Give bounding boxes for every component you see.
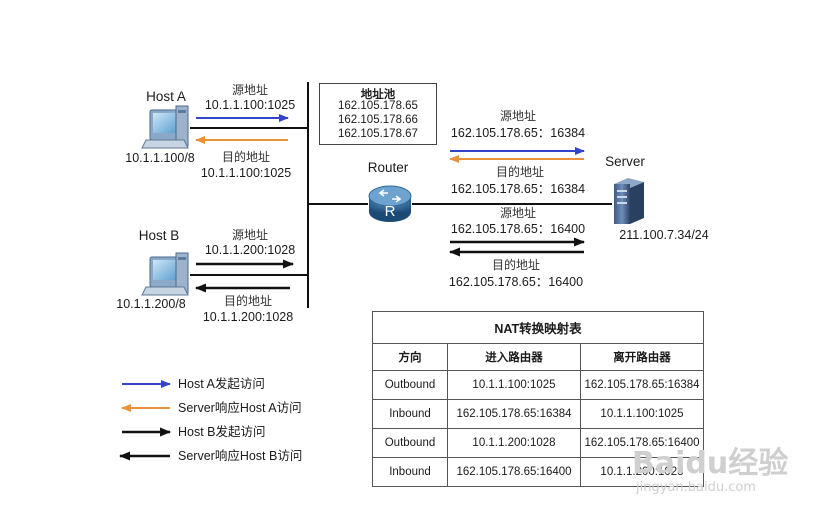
nat-table-header-row: 方向 进入路由器 离开路由器 — [372, 343, 704, 371]
nat-cell: Inbound — [372, 398, 448, 429]
nat-header-ingress: 进入路由器 — [447, 343, 581, 371]
nat-cell: 162.105.178.65:16384 — [580, 369, 704, 400]
nat-cell: 10.1.1.100:1025 — [447, 369, 581, 400]
server-ip: 211.100.7.34/24 — [619, 228, 709, 242]
address-pool-title: 地址池 — [360, 89, 396, 101]
wan-b-dst-value: 162.105.178.65：16400 — [448, 275, 584, 289]
wan-b-src-value: 162.105.178.65：16400 — [450, 222, 586, 236]
wan-a-dst-value: 162.105.178.65：16384 — [450, 182, 586, 196]
table-row: Outbound 10.1.1.100:1025 162.105.178.65:… — [372, 369, 704, 400]
host-b-computer-icon — [141, 252, 189, 296]
router-name: Router — [367, 160, 409, 175]
nat-cell: 10.1.1.100:1025 — [580, 398, 704, 429]
wan-a-dst-label: 目的地址 — [495, 165, 545, 179]
nat-cell: 10.1.1.200:1028 — [447, 427, 581, 458]
nat-cell: 10.1.1.200:1028 — [580, 456, 704, 488]
host-b-dst-label: 目的地址 — [223, 294, 273, 308]
host-a-name: Host A — [146, 89, 186, 104]
wan-b-src-label: 源地址 — [499, 206, 537, 220]
pool-address: 162.105.178.65 — [338, 100, 418, 112]
host-b-dst-value: 10.1.1.200:1028 — [202, 310, 294, 324]
host-a-src-label: 源地址 — [231, 83, 269, 97]
host-a-ip: 10.1.1.100/8 — [125, 151, 195, 165]
svg-text:R: R — [385, 203, 396, 220]
nat-cell: Outbound — [372, 369, 448, 400]
legend-label-host-b: Host B发起访问 — [178, 425, 266, 439]
pool-address: 162.105.178.67 — [338, 128, 418, 140]
host-b-src-label: 源地址 — [231, 228, 269, 242]
watermark-brand: Baidu经验 — [632, 446, 789, 481]
host-a-dst-label: 目的地址 — [221, 150, 271, 164]
host-a-computer-icon — [141, 105, 189, 149]
table-row: Outbound 10.1.1.200:1028 162.105.178.65:… — [372, 427, 704, 458]
host-a-dst-value: 10.1.1.100:1025 — [200, 166, 292, 180]
nat-header-direction: 方向 — [372, 343, 448, 371]
wan-a-src-label: 源地址 — [499, 109, 537, 123]
host-a-src-value: 10.1.1.100:1025 — [204, 98, 296, 112]
table-row: Inbound 162.105.178.65:16400 10.1.1.200:… — [372, 456, 704, 488]
host-b-src-value: 10.1.1.200:1028 — [204, 243, 296, 257]
address-pool-box: 地址池 162.105.178.65 162.105.178.66 162.10… — [319, 83, 437, 145]
watermark-url: jingyan.baidu.com — [636, 480, 756, 495]
nat-cell: Inbound — [372, 456, 448, 488]
pool-address: 162.105.178.66 — [338, 114, 418, 126]
nat-cell: 162.105.178.65:16400 — [580, 427, 704, 458]
legend-label-server-b: Server响应Host B访问 — [178, 449, 303, 463]
wan-b-dst-label: 目的地址 — [491, 258, 541, 272]
nat-cell: 162.105.178.65:16400 — [447, 456, 581, 488]
table-row: Inbound 162.105.178.65:16384 10.1.1.100:… — [372, 398, 704, 429]
nat-cell: Outbound — [372, 427, 448, 458]
host-b-ip: 10.1.1.200/8 — [116, 297, 186, 311]
server-icon — [614, 178, 644, 224]
nat-header-egress: 离开路由器 — [580, 343, 704, 371]
wan-a-src-value: 162.105.178.65：16384 — [450, 126, 586, 140]
host-b-name: Host B — [138, 228, 180, 243]
nat-mapping-table: NAT转换映射表 方向 进入路由器 离开路由器 Outbound 10.1.1.… — [372, 311, 704, 488]
nat-cell: 162.105.178.65:16384 — [447, 398, 581, 429]
router-icon: R — [368, 185, 412, 222]
server-name: Server — [605, 154, 645, 169]
nat-table-title: NAT转换映射表 — [372, 311, 704, 343]
legend-label-host-a: Host A发起访问 — [178, 377, 265, 391]
legend-label-server-a: Server响应Host A访问 — [178, 401, 302, 415]
